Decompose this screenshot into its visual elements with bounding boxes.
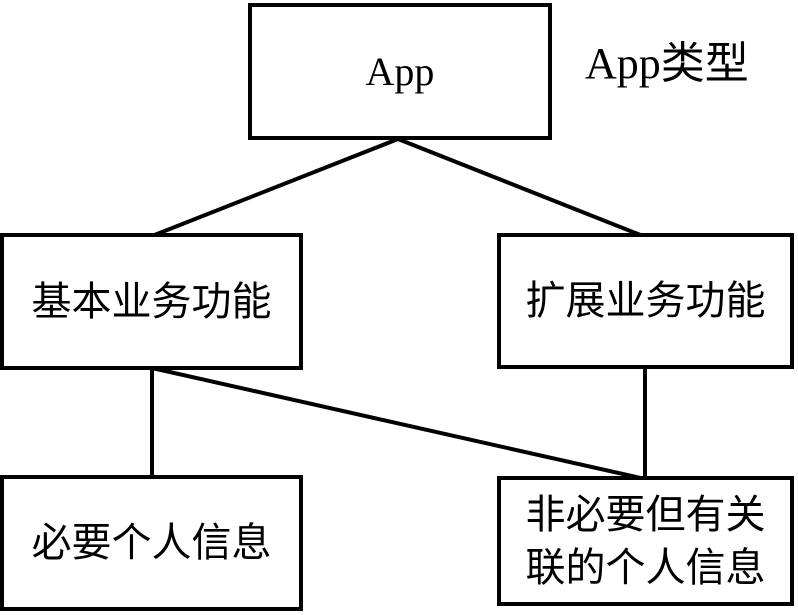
node-extended-business-function-label: 扩展业务功能	[525, 278, 766, 324]
node-necessary-personal-info: 必要个人信息	[0, 475, 303, 611]
app-type-side-label: App类型	[585, 39, 749, 88]
node-basic-business-function: 基本业务功能	[0, 233, 303, 370]
node-app: App	[248, 3, 552, 140]
node-extended-business-function: 扩展业务功能	[497, 233, 794, 369]
node-necessary-personal-info-label: 必要个人信息	[31, 520, 272, 566]
edge-app-to-basic	[151, 137, 399, 238]
node-non-necessary-personal-info-label: 非必要但有关 联的个人信息	[525, 491, 766, 590]
node-app-label: App	[365, 48, 435, 94]
node-basic-business-function-label: 基本业务功能	[31, 278, 272, 324]
edge-app-to-extended	[397, 137, 644, 238]
node-non-necessary-personal-info: 非必要但有关 联的个人信息	[497, 476, 794, 606]
edge-basic-to-non-necessary	[151, 366, 646, 481]
